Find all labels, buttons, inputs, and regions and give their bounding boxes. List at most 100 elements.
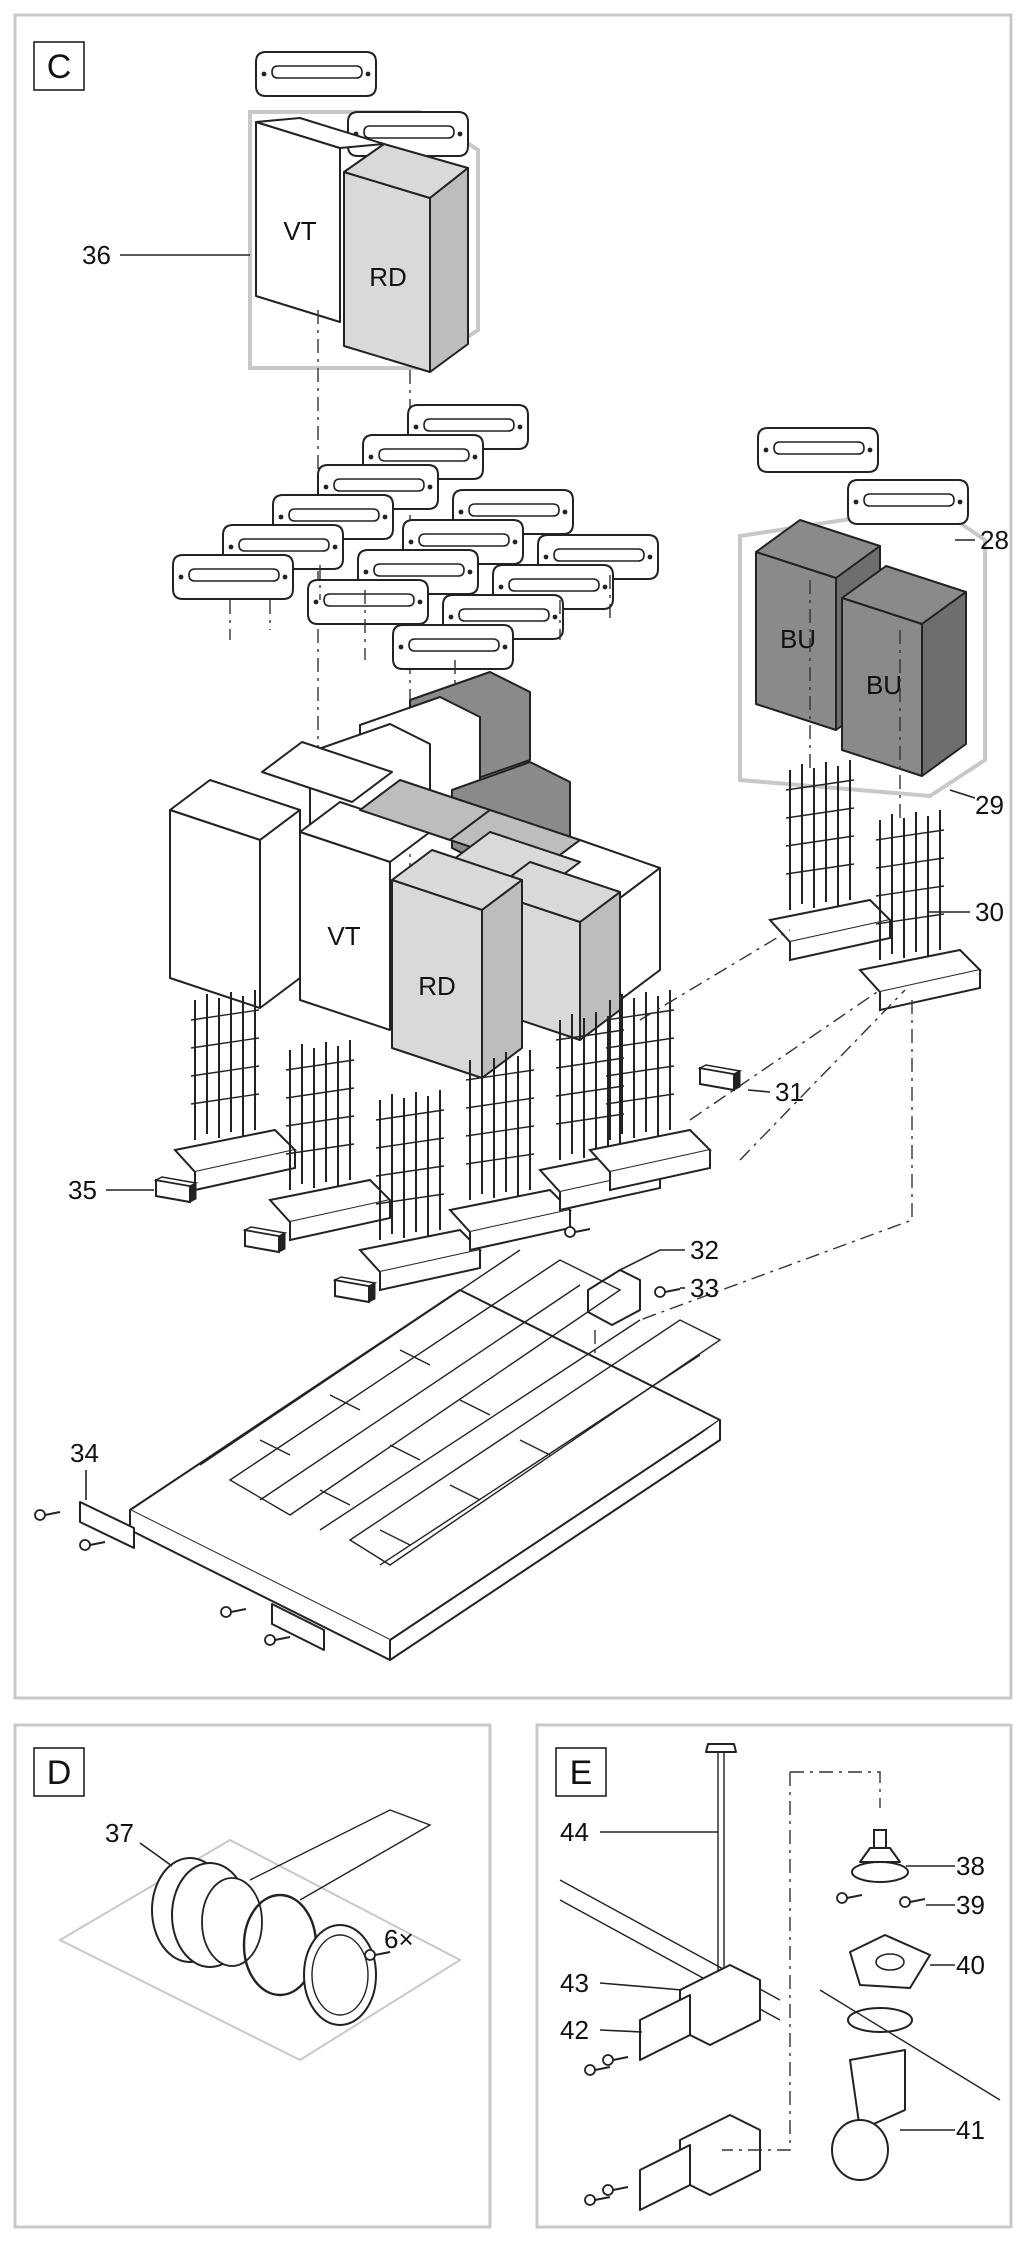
e-block-43b	[679, 2114, 761, 2196]
top-module-group: VT RD 36	[82, 51, 480, 373]
stack-left-side	[259, 809, 301, 1009]
callout-32: 32	[690, 1235, 719, 1265]
rd-module-side	[429, 167, 469, 373]
d-fitting-37	[151, 1857, 263, 1968]
callout-31: 31	[775, 1077, 804, 1107]
e-drain-outlet	[831, 2119, 889, 2181]
clip-34b	[271, 1603, 325, 1651]
panel-c-letter-box	[33, 41, 85, 91]
e-valve-base	[851, 1861, 909, 1883]
callout-40: 40	[956, 1950, 985, 1980]
callout-42: 42	[560, 2015, 589, 2045]
gasket-bu-right	[847, 479, 969, 525]
gasket-dashes	[229, 565, 611, 700]
tray-ribs	[228, 1259, 722, 1566]
rd-top-label: RD	[369, 262, 407, 292]
e-screw-d	[602, 2184, 629, 2196]
gasket-top-left	[255, 51, 377, 97]
callout-34: 34	[70, 1438, 99, 1468]
screw-34b	[79, 1539, 106, 1551]
dash-to-base	[594, 1000, 913, 1440]
gasket-bu-left	[757, 427, 879, 473]
tray-outline	[129, 1289, 721, 1641]
panel-e-letter: E	[570, 1754, 593, 1792]
panel-e-letter-box	[555, 1747, 607, 1797]
tray-right-lip	[389, 1420, 721, 1661]
screw-32	[564, 1226, 591, 1238]
d-flange	[303, 1924, 377, 2026]
rd-stack-label: RD	[418, 971, 456, 1001]
bu-right-label: BU	[866, 670, 902, 700]
gasket-f14	[392, 624, 514, 670]
dash-rack-links	[639, 929, 906, 1161]
d-flange-inner	[311, 1934, 369, 2016]
e-screw-b	[602, 2054, 629, 2066]
plug-35a	[155, 1176, 197, 1203]
vt-stack-label: VT	[327, 921, 360, 951]
screw-34d	[264, 1634, 291, 1646]
clip-34a	[79, 1501, 135, 1549]
callout-44: 44	[560, 1817, 589, 1847]
callout-38: 38	[956, 1851, 985, 1881]
plug-31	[699, 1064, 741, 1091]
callout-29: 29	[975, 790, 1004, 820]
callout-43-leader	[599, 1982, 683, 1991]
tray-slots	[259, 1349, 551, 1546]
screw-34a	[34, 1509, 61, 1521]
panel-e: E 44 43 42 38 39 40	[535, 1723, 1013, 2229]
plug-35b	[244, 1226, 286, 1253]
tray-front-lip	[129, 1510, 391, 1661]
panel-e-frame	[535, 1723, 1013, 2229]
e-ring	[847, 2007, 913, 2033]
callout-39: 39	[956, 1890, 985, 1920]
d-rail	[249, 1809, 432, 1901]
stack-gray-top4	[489, 861, 621, 923]
callout-28: 28	[980, 525, 1009, 555]
panel-d-letter: D	[47, 1754, 72, 1792]
e-block-43	[679, 1964, 761, 2046]
gasket-field	[172, 404, 659, 700]
callout-41: 41	[956, 2115, 985, 2145]
dash-bu	[809, 580, 901, 820]
panel-c: C VT RD 36	[13, 13, 1013, 1700]
e-dash-bracket	[722, 1771, 881, 2151]
callout-37-leader	[139, 1842, 173, 1867]
gasket-top-right	[347, 111, 469, 157]
panel-c-frame	[13, 13, 1013, 1700]
stack-left2-top	[261, 741, 393, 803]
gasket-f6	[172, 554, 294, 600]
callout-43: 43	[560, 1968, 589, 1998]
stack-rd-side	[481, 879, 523, 1079]
e-screw-c	[584, 2194, 611, 2206]
stack-vt-front	[299, 831, 391, 1031]
callout-36: 36	[82, 240, 111, 270]
screw-34c	[220, 1606, 247, 1618]
tray-channels	[199, 1249, 701, 1566]
plug-35c	[334, 1276, 376, 1303]
callout-42-leader	[599, 2029, 643, 2033]
e-valve-body-38	[859, 1847, 901, 1863]
callout-30: 30	[975, 897, 1004, 927]
e-wall-line	[819, 1989, 1001, 2101]
rack-2	[269, 1039, 391, 1241]
callout-35: 35	[68, 1175, 97, 1205]
base-tray	[129, 1249, 722, 1661]
rack-4	[449, 1049, 571, 1251]
bu-module-group: BU BU 28 29 30	[738, 427, 1009, 1011]
stack-left-front	[169, 809, 261, 1009]
module-stack: VT RD	[169, 671, 661, 1079]
callout-33: 33	[690, 1273, 719, 1303]
e-plate-hole	[875, 1953, 905, 1971]
panel-d: D 37 6×	[13, 1723, 492, 2229]
e-screw-39b	[899, 1896, 926, 1908]
e-screw-39a	[836, 1892, 863, 1904]
e-block-42	[639, 1994, 691, 2061]
panel-c-letter: C	[47, 48, 72, 86]
e-screw-a	[584, 2064, 611, 2076]
vt-top-label: VT	[283, 216, 316, 246]
panel-d-frame	[13, 1723, 492, 2229]
e-valve-stem	[873, 1829, 887, 1849]
e-rod	[717, 1752, 725, 1990]
e-drain-body	[849, 2049, 906, 2131]
